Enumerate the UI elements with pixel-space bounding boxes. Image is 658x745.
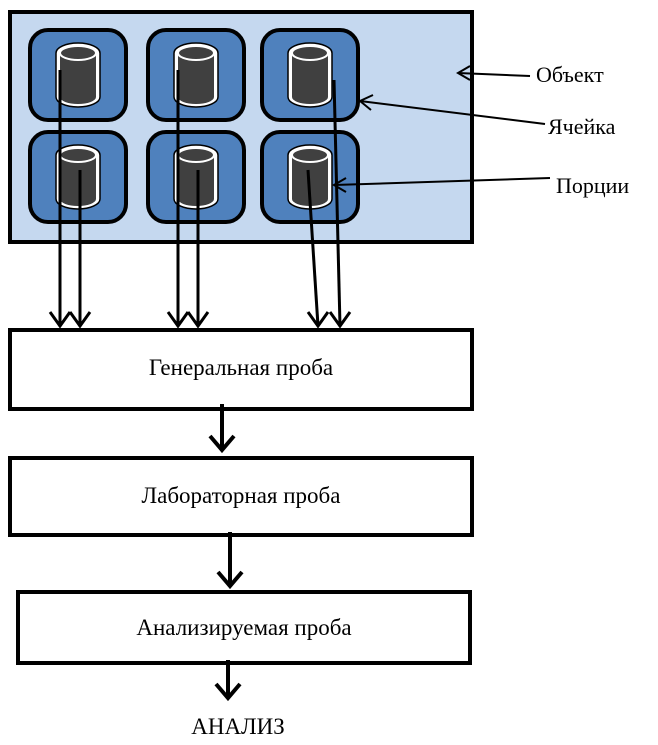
arrow-down-icon	[332, 79, 342, 327]
arrow-down-icon-head	[186, 311, 210, 329]
portion-arrows	[48, 70, 352, 329]
lab-sample-label: Лабораторная проба	[141, 483, 341, 508]
cell-pointer-line	[359, 100, 546, 125]
cell	[146, 130, 246, 224]
cell	[28, 28, 128, 122]
cell	[260, 130, 360, 224]
cylinder-icon	[55, 144, 101, 210]
lab-sample-box	[8, 456, 474, 537]
cylinder-icon	[173, 144, 219, 210]
cylinder-icon	[55, 42, 101, 108]
object-label: Объект	[536, 62, 604, 87]
arrow-down-icon-head	[68, 311, 92, 329]
arrow-down-icon-head	[328, 311, 352, 329]
analyzed-sample-box	[16, 590, 472, 665]
analyzed-sample-label: Анализируемая проба	[136, 615, 352, 640]
arrow-down-icon-head	[48, 311, 72, 329]
cell	[146, 28, 246, 122]
cell-label: Ячейка	[548, 114, 616, 139]
arrow-down-icon-head	[306, 311, 330, 329]
portions-pointer-line	[333, 177, 551, 186]
arrow-down-icon-head	[208, 434, 236, 454]
flow-arrows	[208, 404, 244, 702]
object-pointer-head	[456, 65, 471, 81]
cylinder-icon	[287, 42, 333, 108]
cell	[28, 130, 128, 224]
general-sample-box	[8, 328, 474, 411]
cell-pointer-head	[358, 94, 374, 111]
arrow-down-icon-head	[214, 682, 242, 702]
label-pointers	[332, 65, 551, 193]
arrow-down-icon-head	[166, 311, 190, 329]
general-sample-label: Генеральная проба	[148, 355, 334, 380]
cell-grid	[28, 28, 360, 224]
analysis-label: АНАЛИЗ	[191, 714, 285, 739]
cylinder-icon	[173, 42, 219, 108]
portions-pointer-head	[332, 177, 347, 193]
arrow-down-icon-head	[216, 570, 244, 590]
object-pointer-line	[457, 72, 531, 77]
arrow-down-icon	[306, 169, 320, 327]
portions-label: Порции	[556, 173, 630, 198]
cell	[260, 28, 360, 122]
